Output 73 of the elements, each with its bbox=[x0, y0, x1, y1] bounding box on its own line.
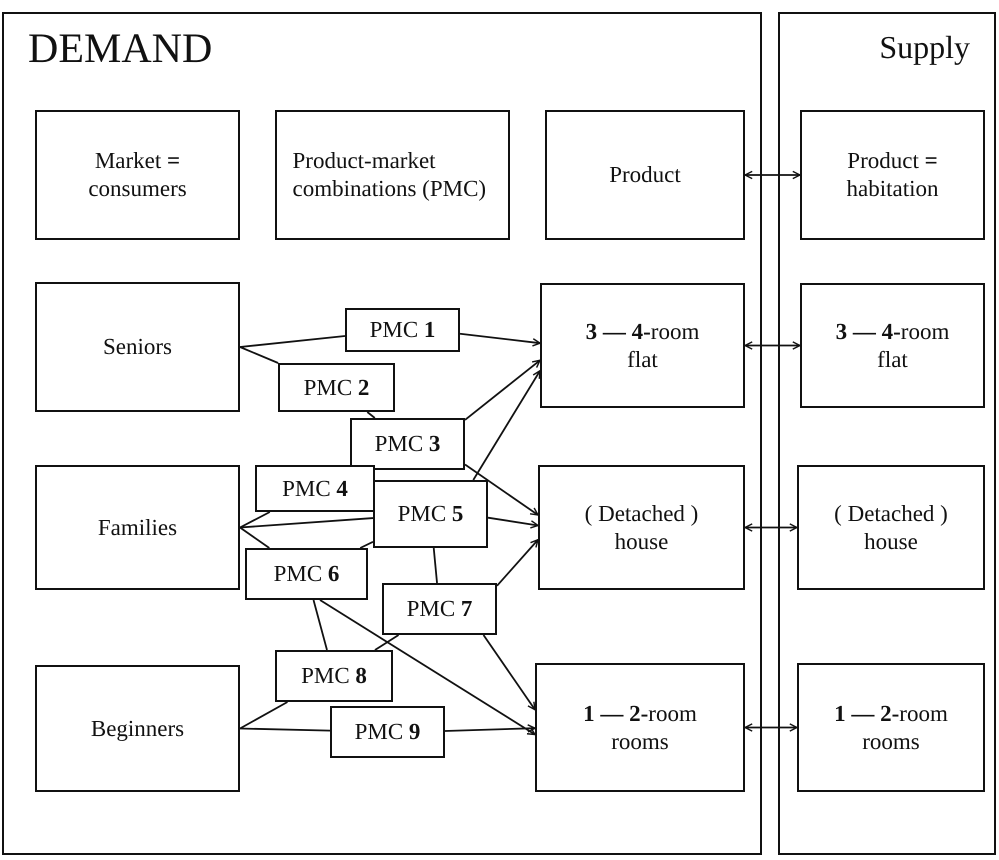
arrow bbox=[460, 332, 541, 347]
market-box bbox=[35, 282, 240, 412]
box-label: 3 — 4-room flat bbox=[584, 318, 700, 374]
header-box bbox=[35, 110, 240, 240]
box-label: Families bbox=[96, 514, 178, 542]
connector-line bbox=[240, 346, 278, 364]
box-label: PMC 4 bbox=[281, 474, 349, 502]
arrow bbox=[744, 341, 801, 350]
arrow bbox=[472, 370, 541, 480]
box-label: PMC 1 bbox=[368, 316, 436, 344]
connector-line bbox=[360, 541, 374, 549]
box-label: PMC 3 bbox=[374, 430, 442, 458]
pmc-box bbox=[373, 480, 488, 548]
box-label: 1 — 2-room rooms bbox=[833, 700, 949, 756]
header-box bbox=[545, 110, 745, 240]
pmc-box bbox=[350, 418, 465, 470]
box-label: Seniors bbox=[102, 333, 173, 361]
product-box bbox=[797, 663, 985, 792]
box-label: 3 — 4-room flat bbox=[834, 318, 950, 374]
header-box bbox=[800, 110, 985, 240]
box-label: Product-market combinations (PMC) bbox=[292, 147, 488, 203]
product-box bbox=[797, 465, 985, 590]
arrow bbox=[320, 599, 536, 736]
panel-title: Supply bbox=[878, 28, 971, 66]
box-label: PMC 9 bbox=[354, 718, 422, 746]
box-label: PMC 7 bbox=[406, 595, 474, 623]
arrow bbox=[744, 170, 801, 180]
box-label: PMC 2 bbox=[302, 374, 370, 402]
connector-line bbox=[366, 411, 376, 419]
header-box bbox=[275, 110, 510, 240]
arrow bbox=[488, 516, 539, 529]
product-box bbox=[800, 283, 985, 408]
product-box bbox=[540, 283, 745, 408]
connector-line bbox=[374, 634, 400, 651]
box-label: Market = consumers bbox=[87, 147, 188, 203]
connector-line bbox=[312, 600, 328, 650]
connector-line bbox=[239, 526, 270, 549]
arrow bbox=[744, 723, 798, 732]
box-label: ( Detached ) house bbox=[833, 500, 949, 556]
pmc-box bbox=[275, 650, 393, 702]
arrow bbox=[464, 360, 541, 421]
pmc-box bbox=[330, 706, 445, 758]
pmc-box bbox=[245, 548, 368, 600]
box-label: PMC 5 bbox=[396, 500, 464, 528]
box-label: 1 — 2-room rooms bbox=[582, 700, 698, 756]
box-label: PMC 6 bbox=[272, 560, 340, 588]
box-label: Product bbox=[608, 161, 682, 189]
connector-line bbox=[240, 517, 374, 528]
product-box bbox=[538, 465, 745, 590]
connector-line bbox=[240, 335, 346, 348]
pmc-box bbox=[382, 583, 497, 635]
connector-line bbox=[432, 548, 438, 584]
arrow bbox=[744, 523, 798, 532]
box-label: Product = habitation bbox=[846, 147, 940, 203]
market-box bbox=[35, 665, 240, 792]
box-label: Beginners bbox=[90, 714, 186, 742]
connector-line bbox=[240, 728, 330, 732]
panel bbox=[778, 12, 996, 855]
arrow bbox=[496, 539, 539, 586]
connector-line bbox=[240, 701, 288, 730]
arrow bbox=[482, 634, 536, 710]
panel bbox=[2, 12, 762, 855]
panel-title: DEMAND bbox=[27, 25, 214, 74]
pmc-box bbox=[345, 308, 460, 352]
market-box bbox=[35, 465, 240, 590]
box-label: PMC 8 bbox=[300, 662, 368, 690]
arrow bbox=[444, 724, 536, 733]
box-label: ( Detached ) house bbox=[584, 500, 700, 556]
connector-line bbox=[240, 511, 270, 528]
arrow bbox=[464, 464, 539, 516]
pmc-box bbox=[278, 363, 395, 412]
product-box bbox=[535, 663, 745, 792]
pmc-box bbox=[255, 465, 375, 512]
